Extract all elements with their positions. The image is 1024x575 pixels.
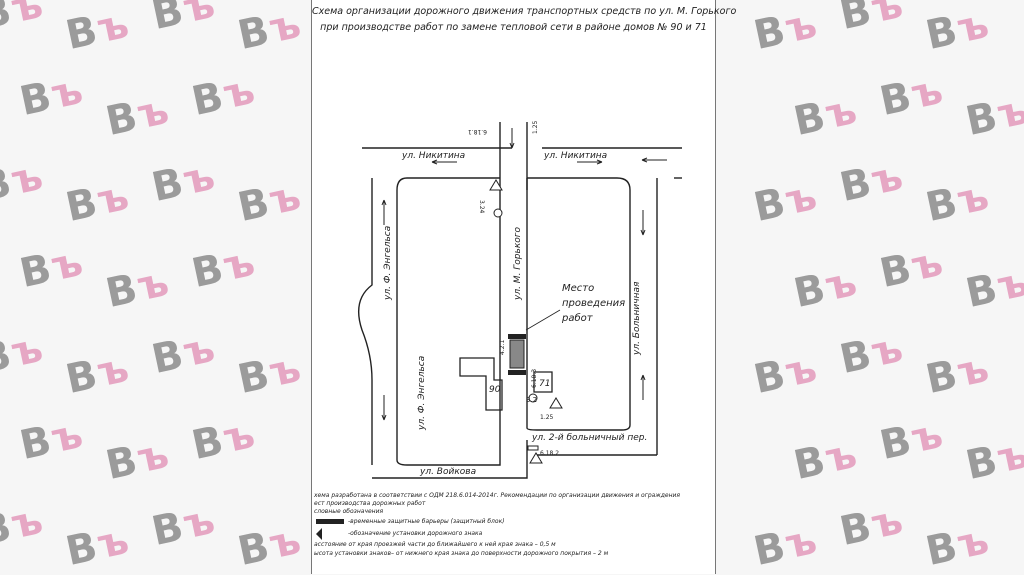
work-zone: [509, 339, 525, 369]
watermark-logo: Bъ: [875, 238, 947, 298]
work-site-label-line-2: проведения: [562, 298, 626, 309]
road-diagram: 90 71 3.24 6.18.1 1.25 6: [316, 120, 682, 540]
watermark-logo: Bъ: [921, 172, 993, 232]
watermark-logo: Bъ: [233, 172, 305, 232]
note-distance: асстояние от края проезжей части до ближ…: [314, 541, 556, 548]
watermark-logo: Bъ: [233, 516, 305, 575]
street-2nd-bolnichny-lane: ул. 2-й больничный пер.: [532, 433, 648, 443]
watermark-logo: Bъ: [921, 344, 993, 404]
sign-label-1-25b: 1.25: [540, 414, 554, 421]
watermark-logo: Bъ: [835, 496, 907, 556]
road-signs: [489, 179, 563, 464]
watermark-logo: Bъ: [61, 172, 133, 232]
watermark-logo: Bъ: [15, 410, 87, 470]
note-places: ест производства дорожных работ: [314, 500, 426, 507]
watermark-logo: Bъ: [101, 258, 173, 318]
legend-sign-symbols: [316, 528, 322, 540]
sign-3-2-circle: [528, 393, 538, 403]
work-site-label-line-1: Место: [562, 283, 595, 294]
watermark-logo: Bъ: [147, 496, 219, 556]
watermark-logo: Bъ: [789, 258, 861, 318]
barrier-top: [508, 334, 526, 339]
watermark-logo: Bъ: [749, 516, 821, 575]
watermark-logo: Bъ: [61, 516, 133, 575]
houses: [459, 357, 553, 411]
house-71-outline: [533, 371, 553, 393]
watermark-logo: Bъ: [749, 344, 821, 404]
legend-barrier-text: -временные защитные барьеры (защитный бл…: [348, 518, 505, 525]
watermark-logo: Bъ: [0, 324, 47, 384]
watermark-logo: Bъ: [961, 430, 1024, 490]
watermark-logo: Bъ: [749, 172, 821, 232]
sign-label-6-18-3: 6.18.3: [531, 369, 538, 388]
house-90-label: 90: [489, 385, 501, 395]
watermark-logo: Bъ: [875, 66, 947, 126]
watermark-logo: Bъ: [921, 516, 993, 575]
legend-sign-text: -обозначение установки дорожного знака: [348, 530, 483, 537]
watermark-logo: Bъ: [789, 430, 861, 490]
watermark-logo: Bъ: [233, 344, 305, 404]
watermark-logo: Bъ: [187, 66, 259, 126]
street-engelsa-bottom: ул. Ф. Энгельса: [417, 356, 427, 431]
watermark-logo: Bъ: [0, 152, 47, 212]
watermark-logo: Bъ: [187, 410, 259, 470]
barrier-bottom: [508, 370, 526, 375]
traffic-arrows: [381, 128, 667, 421]
watermark-logo: Bъ: [921, 0, 993, 60]
watermark-logo: Bъ: [0, 0, 47, 40]
street-engelsa-top: ул. Ф. Энгельса: [383, 226, 393, 301]
watermark-logo: Bъ: [835, 0, 907, 40]
scheme-sheet: Схема организации дорожного движения тра…: [311, 0, 737, 574]
watermark-logo: Bъ: [875, 410, 947, 470]
watermark-logo: Bъ: [15, 238, 87, 298]
note-legend-heading: словные обозначения: [314, 508, 384, 515]
watermark-logo: Bъ: [835, 324, 907, 384]
note-height: ысота установки знаков– от нижнего края …: [314, 550, 609, 557]
sign-1-25c-triangle: [529, 452, 543, 464]
watermark-logo: Bъ: [749, 0, 821, 60]
house-71-label: 71: [539, 379, 550, 389]
scheme-title-line-1: Схема организации дорожного движения тра…: [312, 6, 737, 17]
sign-label-1-25: 1.25: [532, 120, 539, 134]
legend-barrier-symbol: [316, 519, 344, 524]
work-site-label-line-3: работ: [562, 313, 593, 324]
watermark-logo: Bъ: [101, 86, 173, 146]
watermark-logo: Bъ: [835, 152, 907, 212]
watermark-logo: Bъ: [789, 86, 861, 146]
watermark-logo: Bъ: [147, 324, 219, 384]
note-basis: хема разработана в соответствии с ОДМ 21…: [314, 492, 680, 499]
watermark-logo: Bъ: [233, 0, 305, 60]
scheme-title-line-2: при производстве работ по замене теплово…: [320, 22, 707, 33]
watermark-logo: Bъ: [961, 258, 1024, 318]
sign-label-3-24: 3.24: [478, 200, 485, 214]
street-nikitina-right: ул. Никитина: [544, 151, 608, 161]
work-site-pointer: [525, 309, 561, 331]
sign-1-25-triangle: [489, 179, 503, 191]
sign-label-6-18-2: 6.18.2: [540, 450, 559, 457]
sign-label-3-2: 3.2: [526, 396, 537, 404]
watermark-logo: Bъ: [961, 86, 1024, 146]
watermark-logo: Bъ: [0, 496, 47, 556]
road-edges: [358, 122, 682, 479]
watermark-logo: Bъ: [15, 66, 87, 126]
street-voykova: ул. Войкова: [420, 467, 477, 477]
house-90-outline: [459, 357, 503, 411]
sign-1-25b-triangle: [549, 397, 563, 409]
sign-label-6-18-1: 6.18.1: [468, 128, 487, 135]
watermark-logo: Bъ: [101, 430, 173, 490]
watermark-logo: Bъ: [147, 152, 219, 212]
watermark-logo: Bъ: [187, 238, 259, 298]
sign-3-24-circle: [493, 208, 503, 218]
sign-6-18-2-plate: [527, 445, 539, 451]
watermark-logo: Bъ: [61, 344, 133, 404]
watermark-logo: Bъ: [147, 0, 219, 40]
sign-label-4-2-1: 4.2.1: [499, 340, 506, 355]
street-nikitina-left: ул. Никитина: [402, 151, 466, 161]
street-gorkogo: ул. М. Горького: [513, 227, 523, 301]
watermark-logo: Bъ: [61, 0, 133, 60]
street-bolnichnaya: ул. Больничная: [632, 281, 642, 356]
